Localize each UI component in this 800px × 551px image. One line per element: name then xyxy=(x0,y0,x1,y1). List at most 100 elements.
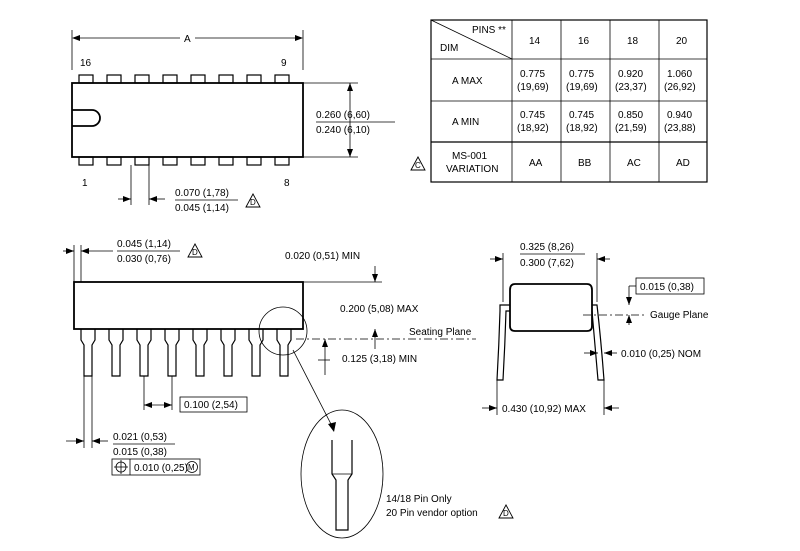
table-cell: (18,92) xyxy=(517,123,549,134)
table-cell: 0.940 xyxy=(667,110,692,121)
pin xyxy=(190,74,206,84)
mmc-label: M xyxy=(188,463,195,472)
upper-pin-row xyxy=(78,74,290,84)
end-right-lead xyxy=(591,304,605,381)
pin xyxy=(162,74,178,84)
row-max-text: 0.325 (8,26) xyxy=(520,242,574,253)
lead-width-min-text: 0.015 (0,38) xyxy=(113,447,167,458)
pin xyxy=(78,74,94,84)
note-d-triangle xyxy=(245,193,261,208)
col-header: 18 xyxy=(627,36,639,47)
note-d-triangle xyxy=(498,504,514,519)
col-header: 20 xyxy=(676,36,688,47)
pin-label-8: 8 xyxy=(284,178,290,189)
mmc-symbol-icon xyxy=(186,461,198,473)
table-cell: (26,92) xyxy=(664,82,696,93)
row-label-a-max: A MAX xyxy=(452,76,483,87)
end-view: 0.325 (8,26) 0.300 (7,62) Gauge Plane 0.… xyxy=(482,242,709,415)
note-c-triangle xyxy=(410,156,426,171)
pin xyxy=(274,156,290,166)
table-cell: 0.775 xyxy=(520,69,545,80)
table-cell: 0.745 xyxy=(520,110,545,121)
table-cell: 0.850 xyxy=(618,110,643,121)
variation-cell: BB xyxy=(578,158,592,169)
table-header-dim: DIM xyxy=(440,43,458,54)
table-cell: (23,37) xyxy=(615,82,647,93)
gauge-plane-label: Gauge Plane xyxy=(650,310,709,321)
end-view-body xyxy=(509,283,593,332)
side-view-body xyxy=(73,281,304,330)
pin-label-9: 9 xyxy=(281,58,287,69)
pin-label-16: 16 xyxy=(80,58,92,69)
lead-tip-max-text: 0.045 (1,14) xyxy=(117,239,171,250)
shoulder-max-text: 0.070 (1,78) xyxy=(175,188,229,199)
note-d-label: D xyxy=(250,198,256,207)
detail-callout-circle xyxy=(258,306,308,356)
variation-cell: AA xyxy=(529,158,543,169)
width-min-text: 0.240 (6,10) xyxy=(316,125,370,136)
note-d-label: D xyxy=(503,509,509,518)
variation-label: VARIATION xyxy=(446,164,498,175)
variation-cell: AC xyxy=(627,158,641,169)
table-header-pins: PINS ** xyxy=(472,25,506,36)
note-c-label: C xyxy=(415,161,421,170)
table-cell: (19,69) xyxy=(517,82,549,93)
position-tol-text: 0.010 (0,25) xyxy=(134,463,188,474)
top-view: A 16 9 1 8 0.260 (6,60) 0.240 (6,10) C 0… xyxy=(71,30,426,214)
table-cell: (19,69) xyxy=(566,82,598,93)
standoff-text: 0.020 (0,51) MIN xyxy=(285,251,360,262)
pin xyxy=(134,156,150,166)
table-cell: (23,88) xyxy=(664,123,696,134)
overall-width-text: 0.430 (10,92) MAX xyxy=(502,404,586,415)
pin-label-1: 1 xyxy=(82,178,88,189)
pin xyxy=(246,156,262,166)
table-cell: (21,59) xyxy=(615,123,647,134)
pin xyxy=(246,74,262,84)
note-d-triangle xyxy=(187,243,203,258)
table-cell: 1.060 xyxy=(667,69,692,80)
note-d-label: D xyxy=(192,248,198,257)
lead-length-text: 0.125 (3,18) MIN xyxy=(342,354,417,365)
lead-thickness-text: 0.010 (0,25) NOM xyxy=(621,349,701,360)
detail-ellipse xyxy=(300,409,384,539)
dimension-table: PINS ** DIM 14 16 18 20 A MAX 0.775 (19,… xyxy=(430,19,708,183)
col-header: 16 xyxy=(578,36,590,47)
variation-cell: AD xyxy=(676,158,690,169)
pin xyxy=(106,156,122,166)
pin xyxy=(218,156,234,166)
position-tolerance-frame xyxy=(111,458,201,476)
dim-a-label: A xyxy=(184,34,191,45)
pin xyxy=(190,156,206,166)
pin xyxy=(218,74,234,84)
variation-label: MS-001 xyxy=(452,151,487,162)
pin xyxy=(134,74,150,84)
end-left-lead xyxy=(496,304,510,381)
table-cell: 0.920 xyxy=(618,69,643,80)
width-max-text: 0.260 (6,60) xyxy=(316,110,370,121)
height-text: 0.200 (5,08) MAX xyxy=(340,304,419,315)
side-view: 0.045 (1,14) 0.030 (0,76) D 0.020 (0,51)… xyxy=(63,239,476,476)
row-label-a-min: A MIN xyxy=(452,117,479,128)
table-cell: 0.775 xyxy=(569,69,594,80)
table-cell: (18,92) xyxy=(566,123,598,134)
pin xyxy=(274,74,290,84)
col-header: 14 xyxy=(529,36,541,47)
pitch-box xyxy=(179,396,248,413)
pin xyxy=(162,156,178,166)
pin xyxy=(78,156,94,166)
row-min-text: 0.300 (7,62) xyxy=(520,258,574,269)
lower-pin-row xyxy=(78,156,290,166)
detail-note-line1: 14/18 Pin Only xyxy=(386,494,452,505)
lead-detail: 14/18 Pin Only 20 Pin vendor option D xyxy=(300,409,514,539)
pin1-notch xyxy=(72,109,101,127)
lead-width-max-text: 0.021 (0,53) xyxy=(113,432,167,443)
seating-plane-label: Seating Plane xyxy=(409,327,472,338)
detail-note-line2: 20 Pin vendor option xyxy=(386,508,478,519)
shoulder-min-text: 0.045 (1,14) xyxy=(175,203,229,214)
table-cell: 0.745 xyxy=(569,110,594,121)
gauge-dim-text: 0.015 (0,38) xyxy=(640,282,694,293)
pin xyxy=(106,74,122,84)
top-view-body xyxy=(71,82,304,158)
lead-tip-min-text: 0.030 (0,76) xyxy=(117,254,171,265)
